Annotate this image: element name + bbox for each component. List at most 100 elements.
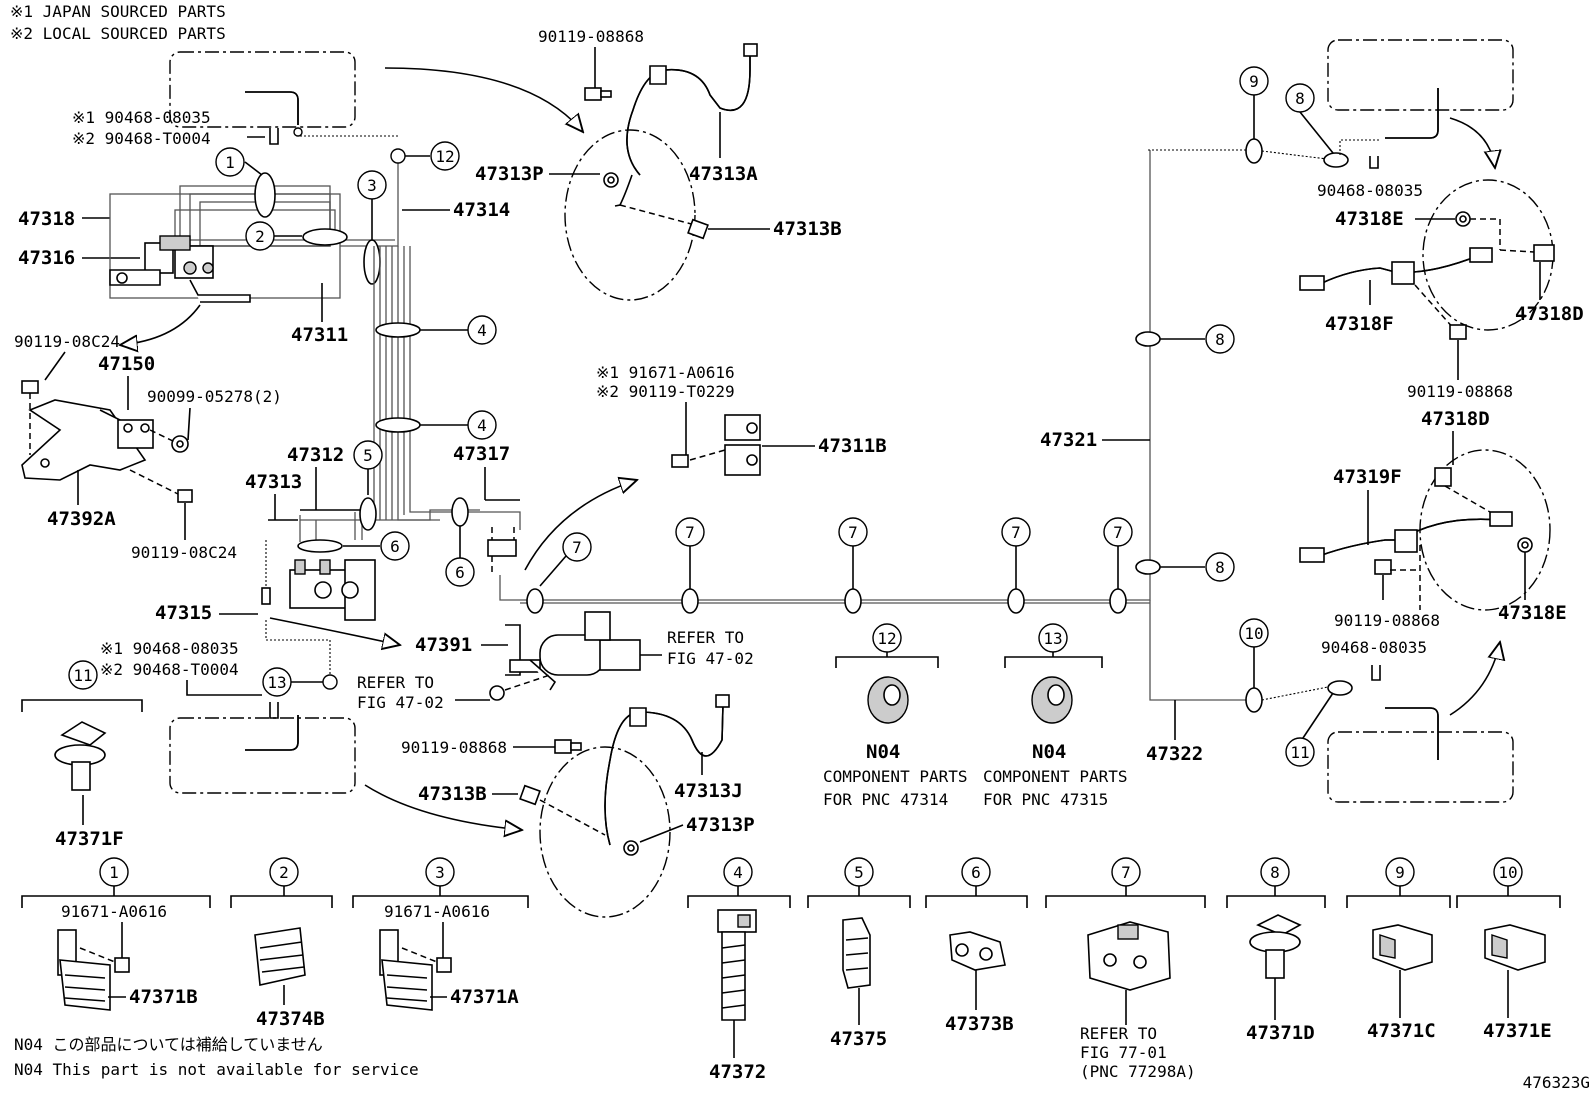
callout-8-bottom: 8: [1226, 857, 1326, 908]
svg-text:1: 1: [109, 863, 119, 882]
callout-5-bottom: 5: [807, 857, 911, 908]
clamp-marker-ellipse-6: [451, 497, 469, 527]
callout-13-n04: 13: [1004, 623, 1103, 668]
note-n04-japanese: N04 この部品については補給していません: [14, 1035, 323, 1054]
svg-text:8: 8: [1270, 863, 1280, 882]
label-47371C: 47371C: [1367, 1020, 1436, 1042]
svg-text:9: 9: [1249, 72, 1259, 91]
grommet-n04-47315: [1031, 676, 1073, 724]
callout-12-upper: 12: [390, 141, 460, 171]
clamp-47371B: [57, 929, 130, 1011]
union-47318E-bottom: [1517, 537, 1533, 553]
arrow-from-rear-box: [1449, 642, 1500, 716]
label-90468-08035-jp-bottom: ※1 90468-08035: [100, 639, 239, 658]
callout-1-bottom: 1: [21, 857, 211, 908]
label-47150: 47150: [98, 353, 155, 375]
svg-text:5: 5: [363, 446, 373, 465]
label-90468-08035-upper-right: 90468-08035: [1317, 181, 1423, 200]
label-fig-77-01: FIG 77-01: [1080, 1043, 1167, 1062]
label-47314: 47314: [453, 199, 510, 221]
clip-90468-08035-lower-right: [1371, 665, 1381, 681]
bolt-47318D-top: [1499, 244, 1555, 262]
vehicle-frame-box-top-left: [169, 51, 356, 137]
label-47313J: 47313J: [674, 780, 743, 802]
label-91671-A0616-right: 91671-A0616: [384, 902, 490, 921]
label-47318E-bottom: 47318E: [1498, 602, 1567, 624]
svg-text:7: 7: [1113, 523, 1123, 542]
arrow-to-master-cylinder-47391: [269, 617, 400, 645]
rear-brake-line: [499, 150, 1151, 601]
bolt-90119-08868-middle: [554, 739, 582, 754]
rear-right-hose-47319F: [1299, 467, 1513, 563]
label-fig-47-02-right: FIG 47-02: [667, 649, 754, 668]
callout-7-first: 7: [539, 532, 592, 587]
master-cylinder-47391: [489, 611, 641, 701]
union-47318E-top: [1455, 211, 1471, 227]
callout-8-top: 8: [1285, 83, 1334, 154]
label-47371F: 47371F: [55, 828, 124, 850]
svg-text:2: 2: [279, 863, 289, 882]
clip-90468-08035-upper-right: [1369, 156, 1379, 169]
label-refer-to-left: REFER TO: [357, 673, 434, 692]
callout-10-upper: 10: [1239, 618, 1269, 688]
clip-90468-bottom: [269, 702, 279, 719]
callout-9-upper: 9: [1239, 66, 1269, 139]
clamp-marker-ellipse-5: [359, 497, 377, 531]
brake-tube-bundle-vertical: [299, 246, 521, 542]
label-90119-08868-top: 90119-08868: [538, 27, 644, 46]
svg-text:7: 7: [685, 523, 695, 542]
note-japan-sourced: ※1 JAPAN SOURCED PARTS: [10, 2, 226, 21]
rear-left-hose-47318F: [1299, 247, 1493, 291]
svg-text:13: 13: [1043, 629, 1062, 648]
label-47313P-top: 47313P: [475, 163, 544, 185]
label-90119-08C24-top: 90119-08C24: [14, 332, 120, 351]
union-47313P-top: [603, 172, 619, 188]
callout-6-lower: 6: [445, 526, 475, 587]
label-refer-to-right: REFER TO: [667, 628, 744, 647]
clip-47371F: [54, 721, 107, 791]
abs-bracket-47392A: [21, 380, 193, 503]
label-90099-05278: 90099-05278(2): [147, 387, 282, 406]
callout-1-upper: 1: [215, 147, 263, 177]
label-90468-08035-lower-right: 90468-08035: [1321, 638, 1427, 657]
union-47313P-bottom: [623, 840, 639, 856]
svg-text:12: 12: [877, 629, 896, 648]
vehicle-frame-box-top-right: [1327, 39, 1514, 139]
clamp-47374B: [254, 927, 306, 986]
clamp-marker-ellipse-11: [1327, 680, 1353, 696]
front-left-hose-47313A: [626, 43, 758, 176]
label-47371B: 47371B: [129, 986, 198, 1008]
clamp-47375: [842, 917, 871, 989]
label-47371A: 47371A: [450, 986, 519, 1008]
svg-text:12: 12: [435, 147, 454, 166]
label-47313B-top: 47313B: [773, 218, 842, 240]
joint-block-center: [487, 527, 517, 575]
svg-text:11: 11: [73, 666, 92, 685]
label-47372: 47372: [709, 1061, 766, 1083]
label-47319F: 47319F: [1333, 466, 1402, 488]
label-47392A: 47392A: [47, 508, 116, 530]
callout-11-bottom-left: 11: [21, 660, 143, 712]
svg-text:8: 8: [1215, 330, 1225, 349]
master-cylinder-body: [289, 539, 376, 621]
label-47371D: 47371D: [1246, 1022, 1315, 1044]
label-91671-A0616-left: 91671-A0616: [61, 902, 167, 921]
label-47322: 47322: [1146, 743, 1203, 765]
clip-47315: [261, 587, 271, 605]
clamp-47311B: [671, 414, 761, 476]
bolt-90119-08868-right-bottom: [1374, 545, 1421, 610]
svg-text:6: 6: [390, 537, 400, 556]
clamp-47373B: [949, 931, 1006, 971]
clamp-marker-ellipse-10: [1245, 687, 1263, 713]
svg-text:11: 11: [1290, 743, 1309, 762]
svg-text:3: 3: [367, 176, 377, 195]
callout-7-bottom: 7: [1045, 857, 1206, 908]
svg-text:7: 7: [1121, 863, 1131, 882]
clamp-marker-ellipse-1: [254, 172, 276, 218]
label-47313A: 47313A: [689, 163, 758, 185]
label-47391: 47391: [415, 634, 472, 656]
svg-text:7: 7: [848, 523, 858, 542]
label-90119-08868-middle: 90119-08868: [401, 738, 507, 757]
callout-4-bottom: 4: [687, 857, 791, 908]
